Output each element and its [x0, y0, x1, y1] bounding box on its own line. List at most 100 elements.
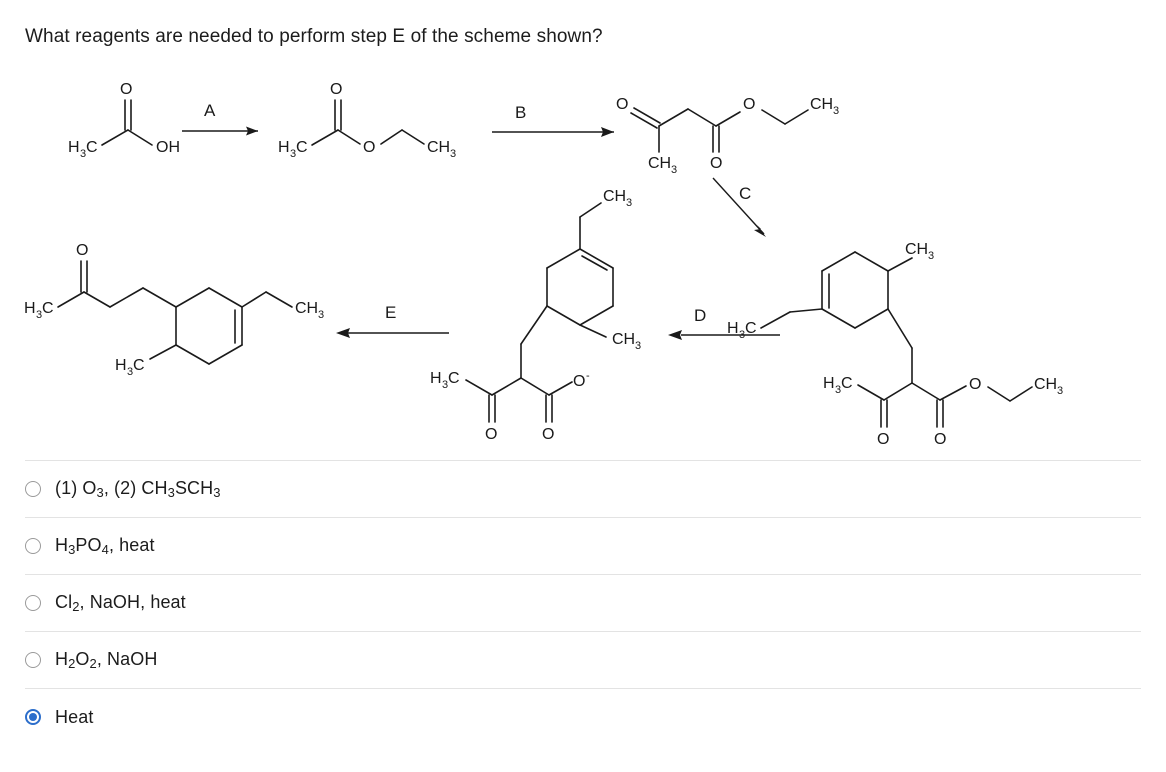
atom-label-ch3: CH	[603, 188, 626, 205]
bond	[687, 108, 717, 127]
step-label-d: D	[694, 306, 706, 325]
atom-label-ch3: CH	[295, 300, 318, 317]
atom-label-h3c: H	[823, 375, 835, 392]
atom-label-o: O	[934, 431, 946, 448]
bond-ring	[546, 248, 581, 269]
atom-label-h3c: H	[278, 139, 290, 156]
reaction-arrow-a: A	[182, 101, 258, 136]
atom-sub-3: 3	[833, 105, 839, 117]
atom-label-ch3: CH	[648, 155, 671, 172]
atom-label-h3c: H	[24, 300, 36, 317]
bond	[127, 129, 153, 146]
bond	[658, 108, 689, 127]
atom-label-ch3: CH	[427, 139, 450, 156]
bond-ring	[546, 305, 581, 326]
bond	[265, 291, 293, 308]
option-row-1[interactable]: H3PO4, heat	[25, 517, 1141, 574]
bond	[987, 386, 1011, 402]
radio-button-0[interactable]	[25, 481, 41, 497]
radio-button-3[interactable]	[25, 652, 41, 668]
atom-label-o: O	[120, 81, 132, 98]
bond	[1009, 386, 1033, 402]
molecule-ethyl-acetate: H 3 C O O CH 3	[278, 81, 456, 160]
bond	[401, 129, 425, 145]
atom-label-o-ester: O	[969, 376, 981, 393]
atom-sub-3: 3	[36, 309, 42, 321]
arrow-head	[246, 126, 258, 136]
bond-ring	[579, 305, 614, 326]
radio-button-2[interactable]	[25, 595, 41, 611]
bond	[887, 257, 913, 272]
atom-sub-3: 3	[626, 197, 632, 209]
bond	[883, 382, 913, 401]
bond-ring-double	[581, 255, 608, 271]
bond-ring	[821, 308, 856, 329]
bond	[520, 377, 550, 396]
step-label-a: A	[204, 101, 216, 120]
reaction-arrow-d: D	[668, 306, 780, 340]
option-label-3: H2O2, NaOH	[55, 648, 158, 672]
bond-double-b	[630, 112, 658, 129]
arrow-head	[601, 127, 614, 137]
bond	[337, 129, 361, 145]
bond	[857, 384, 885, 401]
atom-label-h3c: H	[430, 370, 442, 387]
atom-sub-3: 3	[318, 309, 324, 321]
bond-ring	[854, 251, 889, 272]
atom-label-o-ester: O	[743, 96, 755, 113]
option-row-4[interactable]: Heat	[25, 688, 1141, 745]
atom-sub-3: 3	[127, 366, 133, 378]
option-label-2: Cl2, NaOH, heat	[55, 591, 186, 615]
option-row-3[interactable]: H2O2, NaOH	[25, 631, 1141, 688]
radio-button-1[interactable]	[25, 538, 41, 554]
bond-ring	[208, 287, 243, 308]
option-row-2[interactable]: Cl2, NaOH, heat	[25, 574, 1141, 631]
step-label-e: E	[385, 303, 396, 322]
radio-button-4[interactable]	[25, 709, 41, 725]
bond	[101, 129, 129, 146]
molecule-alkylated-acetoacetate-ester: CH 3 H 3 C H 3 C O O O CH 3	[727, 241, 1063, 448]
bond	[887, 308, 913, 349]
atom-sub-3: 3	[290, 148, 296, 160]
bond	[142, 287, 177, 308]
atom-label-o: O	[542, 426, 554, 443]
atom-label-c: C	[86, 139, 98, 156]
option-label-1: H3PO4, heat	[55, 534, 155, 558]
bond	[380, 129, 403, 145]
atom-label-o: O	[616, 96, 628, 113]
atom-label-c: C	[296, 139, 308, 156]
bond	[311, 129, 339, 146]
bond	[911, 382, 941, 401]
atom-label-o-ester: O	[363, 139, 375, 156]
reaction-arrow-b: B	[492, 103, 614, 137]
bond-ring	[579, 248, 614, 269]
bond-ring	[854, 308, 889, 329]
bond	[579, 324, 607, 338]
molecule-methyl-ketone-product: H 3 C O H 3 C CH 3	[24, 242, 324, 378]
molecule-beta-keto-carboxylate: CH 3 CH 3 H 3 C O O O -	[430, 188, 641, 443]
bond-ring	[821, 251, 856, 272]
arrow-head	[754, 225, 766, 237]
atom-label-o: O	[877, 431, 889, 448]
page-title: What reagents are needed to perform step…	[25, 26, 603, 47]
atom-sub-3: 3	[80, 148, 86, 160]
atom-label-ch3: CH	[1034, 376, 1057, 393]
atom-label-o-minus: O	[573, 373, 585, 390]
atom-sub-3: 3	[1057, 385, 1063, 397]
option-row-0[interactable]: (1) O3, (2) CH3SCH3	[25, 460, 1141, 517]
molecule-ethyl-acetoacetate: O CH 3 O O CH 3	[616, 96, 839, 176]
bond	[109, 287, 144, 308]
atom-label-ch3: CH	[810, 96, 833, 113]
bond	[491, 377, 522, 396]
atom-label-c: C	[841, 375, 853, 392]
atom-label-ch3: CH	[612, 331, 635, 348]
atom-sub-3: 3	[450, 148, 456, 160]
atom-sub-3: 3	[635, 340, 641, 352]
atom-label-c: C	[133, 357, 145, 374]
atom-label-c: C	[448, 370, 460, 387]
bond	[760, 311, 791, 329]
arrow-head	[668, 330, 682, 340]
bond	[57, 291, 85, 308]
bond	[83, 291, 111, 308]
bond-ring	[208, 344, 243, 365]
